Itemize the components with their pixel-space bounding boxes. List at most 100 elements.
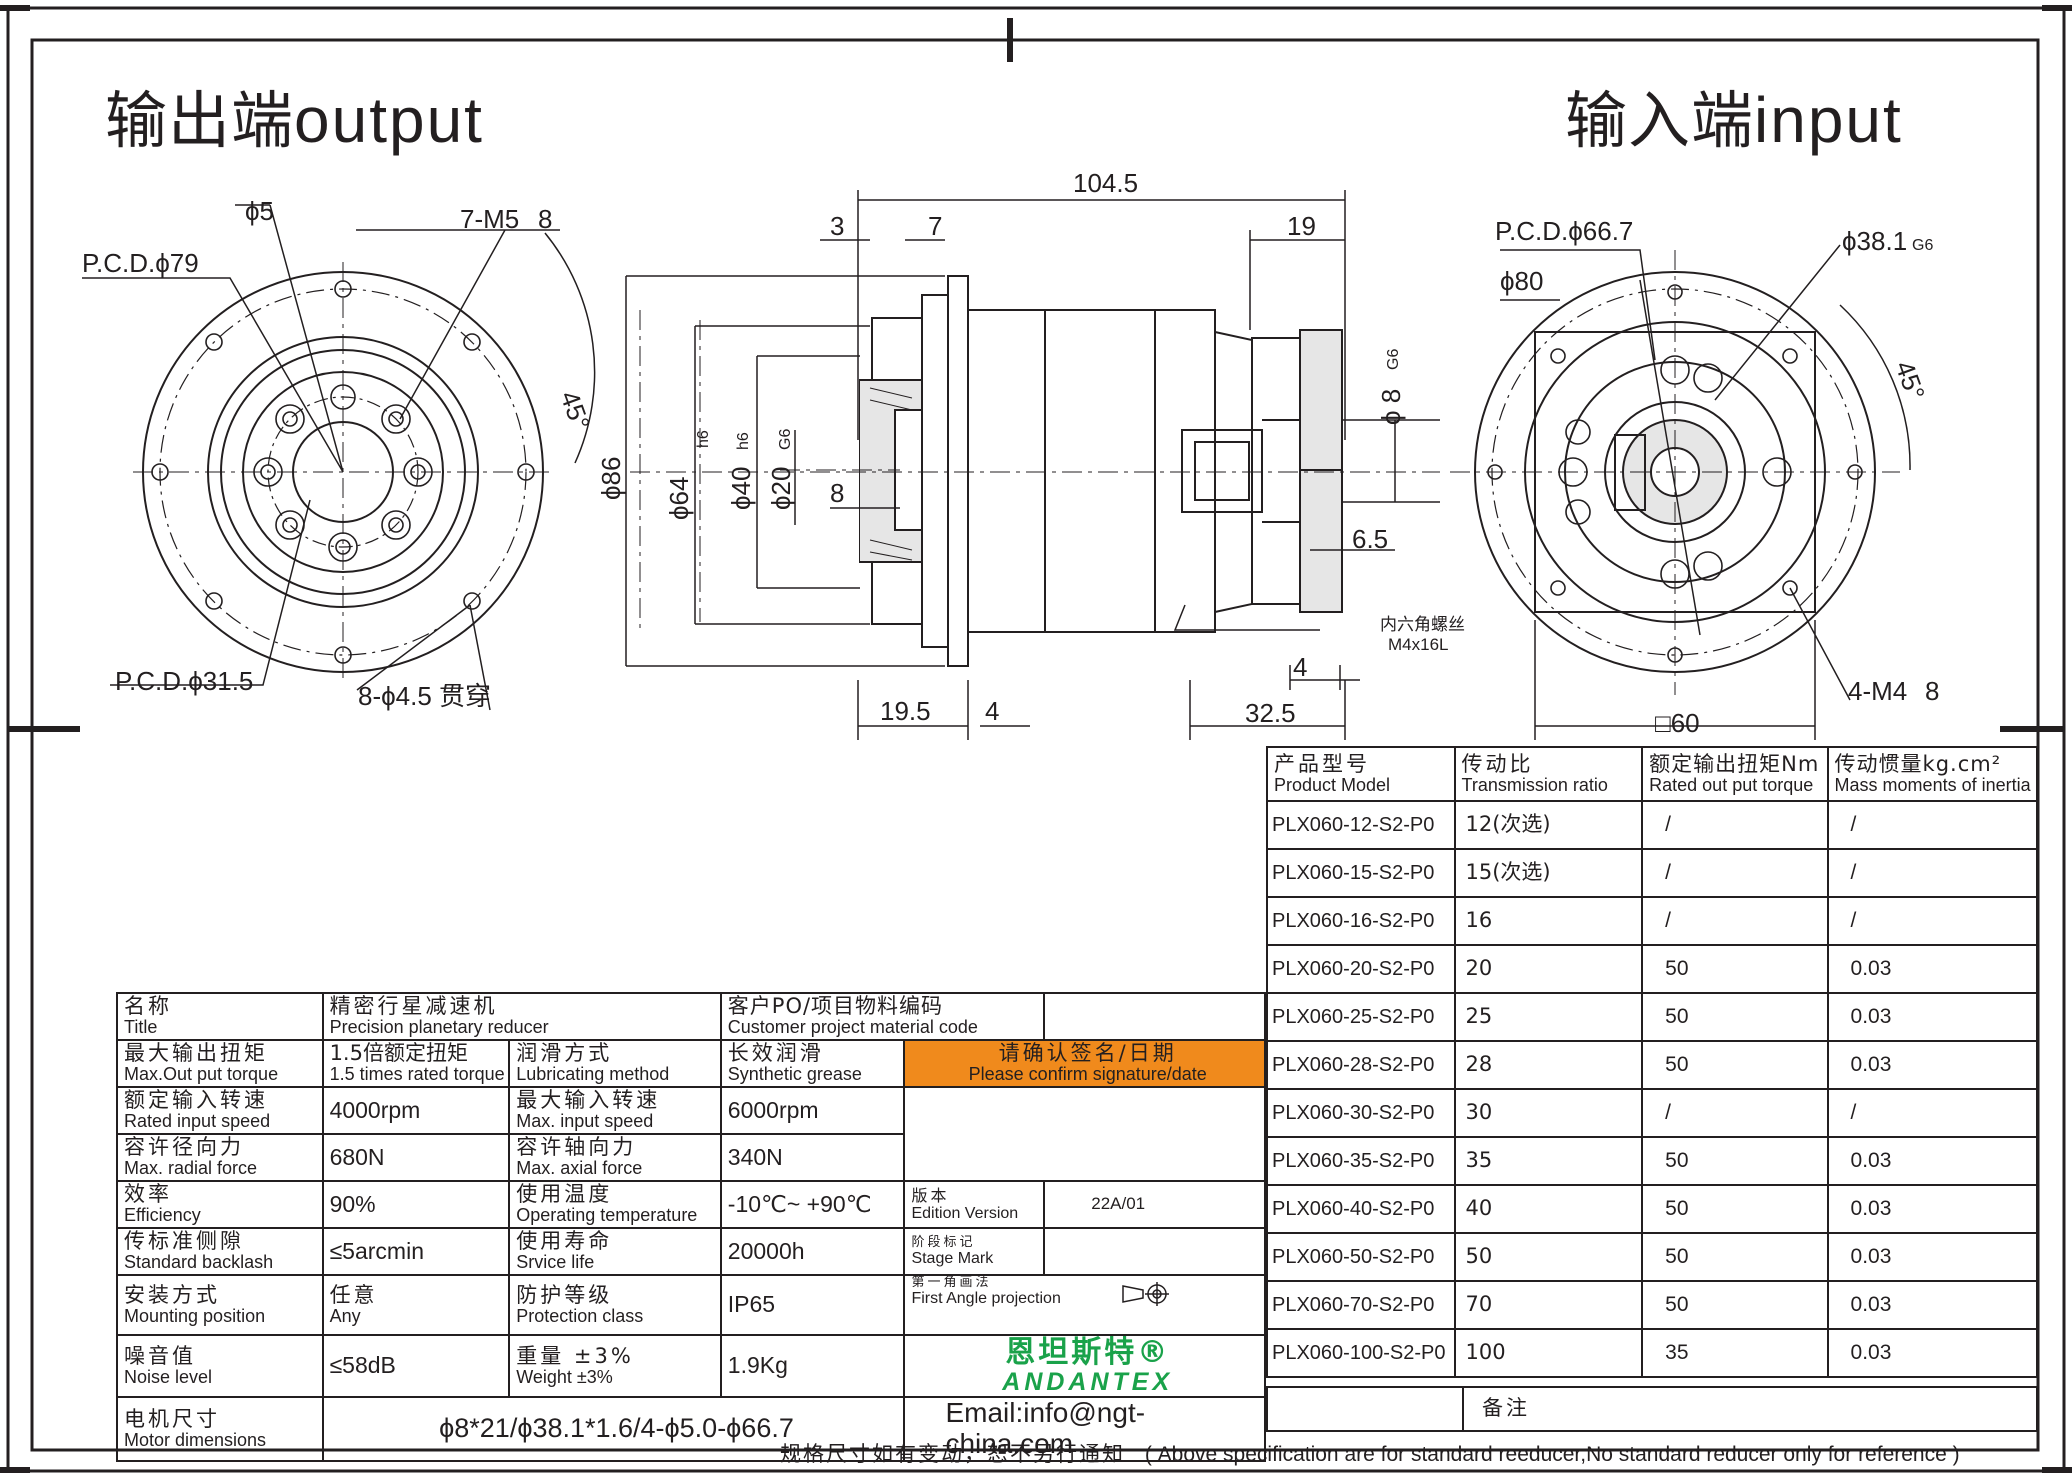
spec-noise-val: ≤58dB	[329, 1352, 396, 1379]
dim-phi80: ϕ80	[1500, 266, 1543, 296]
spec-title-en: Title	[124, 1017, 158, 1038]
spec-prot-cn: 防护等级	[516, 1282, 613, 1307]
spec-maxtorque-en: Max.Out put torque	[124, 1064, 279, 1085]
signature-area[interactable]	[903, 1086, 1266, 1182]
model-cell-ratio: 40	[1453, 1184, 1644, 1234]
dim-phi86: ϕ86	[596, 457, 626, 500]
model-cell-model: PLX060-100-S2-P0	[1266, 1328, 1456, 1378]
model-cell-inertia: 0.03	[1826, 1328, 2039, 1378]
input-heading-cn: 输入端	[1565, 84, 1755, 157]
model-cell-torque: /	[1641, 1088, 1829, 1138]
model-cell-inertia: /	[1826, 848, 2039, 898]
dim-pcd667: P.C.D.ϕ66.7	[1495, 216, 1633, 246]
input-heading-en: input	[1754, 84, 1903, 156]
dim-len1045: 104.5	[1073, 168, 1138, 198]
dim-pcd315: P.C.D.ϕ31.5	[115, 666, 253, 696]
spec-motor-en: Motor dimensions	[124, 1429, 267, 1450]
model-cell-ratio: 15(次选)	[1453, 848, 1644, 898]
output-view	[82, 204, 596, 711]
model-cell-torque: /	[1641, 800, 1829, 850]
model-cell-ratio: 50	[1453, 1232, 1644, 1282]
dim-phi20-tol: G6	[777, 429, 794, 450]
spec-eff-val: 90%	[329, 1190, 376, 1217]
spec-maxtorque-cn: 最大输出扭矩	[124, 1041, 268, 1066]
model-cell-model: PLX060-25-S2-P0	[1266, 992, 1456, 1042]
spec-axial-cn: 容许轴向力	[516, 1135, 637, 1160]
spec-lub-val-en: Synthetic grease	[727, 1064, 862, 1085]
spec-motor-val: ϕ8*21/ϕ38.1*1.6/4-ϕ5.0-ϕ66.7	[439, 1413, 794, 1444]
spec-backlash-val: ≤5arcmin	[329, 1237, 424, 1264]
spec-temp-cn: 使用温度	[516, 1182, 613, 1207]
spec-title-val-en: Precision planetary reducer	[329, 1017, 549, 1038]
edition-cn: 版本	[911, 1185, 950, 1205]
model-cell-ratio: 12(次选)	[1453, 800, 1644, 850]
model-cell-inertia: 0.03	[1826, 944, 2039, 994]
spec-title-val-cn: 精密行星减速机	[329, 994, 498, 1019]
spec-rspeed-en: Rated input speed	[124, 1111, 271, 1132]
spec-rspeed-val: 4000rpm	[329, 1096, 421, 1123]
spec-weight-en: Weight ±3%	[516, 1366, 613, 1387]
spec-eff-cn: 效率	[124, 1182, 172, 1207]
frame-corner-marks	[0, 5, 2072, 1473]
spec-mspeed-en: Max. input speed	[516, 1111, 654, 1132]
spec-axial-en: Max. axial force	[516, 1158, 643, 1179]
edition-val: 22A/01	[1091, 1194, 1146, 1214]
model-cell-torque: 50	[1641, 1184, 1829, 1234]
dim-phi5: ϕ5	[245, 196, 274, 226]
output-heading-cn: 输出端	[105, 84, 295, 157]
spec-customer-cn: 客户PO/项目物料编码	[727, 994, 944, 1019]
spec-backlash-en: Standard backlash	[124, 1252, 274, 1273]
logo-en: ANDANTEX	[1002, 1367, 1174, 1396]
edition-en: Edition Version	[911, 1204, 1019, 1222]
model-cell-inertia: 0.03	[1826, 1136, 2039, 1186]
spec-mount-val-en: Any	[329, 1305, 361, 1326]
spec-prot-val: IP65	[727, 1291, 776, 1318]
model-cell-torque: /	[1641, 848, 1829, 898]
spec-life-cn: 使用寿命	[516, 1229, 613, 1254]
dim-19: 19	[1287, 211, 1316, 241]
dim-right-angle: 45°	[1889, 357, 1931, 404]
spec-maxtorque-val-en: 1.5 times rated torque	[329, 1064, 505, 1085]
col-torque-cn: 额定输出扭矩Nm	[1649, 751, 1820, 776]
spec-temp-en: Operating temperature	[516, 1205, 698, 1226]
dim-7: 7	[928, 211, 942, 241]
projection-cn: 第一角画法	[911, 1275, 992, 1290]
model-cell-inertia: 0.03	[1826, 1184, 2039, 1234]
spec-prot-en: Protection class	[516, 1305, 644, 1326]
model-cell-ratio: 25	[1453, 992, 1644, 1042]
spec-temp-val: -10℃~ +90℃	[727, 1190, 872, 1217]
dim-phi20: ϕ20	[766, 467, 796, 510]
dim-pcd79: P.C.D.ϕ79	[82, 248, 199, 278]
model-cell-torque: 50	[1641, 944, 1829, 994]
email-link[interactable]: Email:info@ngt-china.com	[945, 1397, 1146, 1460]
col-inertia-cn: 传动惯量kg.cm²	[1834, 751, 2002, 776]
spec-radial-cn: 容许径向力	[124, 1135, 244, 1160]
spec-axial-val: 340N	[727, 1143, 783, 1170]
col-inertia-en: Mass moments of inertia	[1834, 774, 2031, 795]
dim-sq60: □60	[1655, 708, 1700, 738]
spec-life-val: 20000h	[727, 1237, 805, 1264]
footer-en: ( Above specification are for standard r…	[1144, 1443, 1960, 1466]
spec-radial-en: Max. radial force	[124, 1158, 258, 1179]
model-cell-model: PLX060-70-S2-P0	[1266, 1280, 1456, 1330]
spec-customer-en: Customer project material code	[727, 1017, 978, 1038]
dim-195: 19.5	[880, 696, 931, 726]
company-logo: 恩坦斯特®ANDANTEX	[903, 1333, 1266, 1399]
model-cell-model: PLX060-12-S2-P0	[1266, 800, 1456, 850]
spec-noise-cn: 噪音值	[124, 1343, 196, 1368]
model-cell-torque: 50	[1641, 1136, 1829, 1186]
model-cell-ratio: 30	[1453, 1088, 1644, 1138]
remark-table: 备注	[1266, 1386, 2038, 1432]
output-heading: 输出端output	[105, 70, 484, 160]
model-cell-model: PLX060-50-S2-P0	[1266, 1232, 1456, 1282]
model-cell-model: PLX060-15-S2-P0	[1266, 848, 1456, 898]
model-cell-torque: 50	[1641, 1232, 1829, 1282]
spec-title-cn: 名称	[124, 994, 172, 1019]
model-cell-inertia: 0.03	[1826, 992, 2039, 1042]
